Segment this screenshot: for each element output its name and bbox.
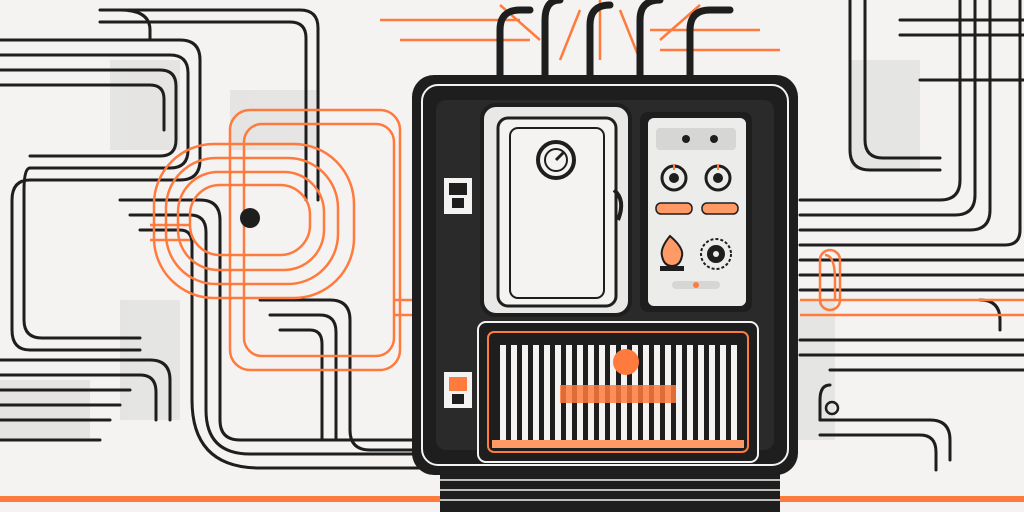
grill-bar [533,345,539,440]
right-wire-bundle [798,0,1024,472]
switch-icon [444,178,472,214]
grill-bar [720,345,726,440]
flame-icon [660,234,684,271]
right-wire-knot [824,400,840,416]
knob-icon [660,164,688,192]
grill-bar [676,345,682,440]
grill-bar [687,345,693,440]
left-wire-bundle [0,8,422,470]
fan-icon [700,238,732,270]
left-wire-junction [240,208,260,228]
grill-bar [555,345,561,440]
burner-flame [560,349,676,403]
knob-icon [704,164,732,192]
gauge-icon [536,140,576,180]
grill-bar [709,345,715,440]
status-light [672,281,720,289]
top-black-wires [496,0,734,79]
grill-bar [731,345,737,440]
grill-bar [522,345,528,440]
grill-bar [698,345,704,440]
right-orange-wiring [800,248,1024,317]
grill-bar [511,345,517,440]
burner-base [492,440,744,448]
furnace-stand [440,470,780,512]
left-orange-wiring [150,108,430,372]
grill-bar [500,345,506,440]
grill-bar [544,345,550,440]
indicator-bars [655,202,739,215]
switch-icon [444,372,472,408]
furnace-door [480,103,632,317]
